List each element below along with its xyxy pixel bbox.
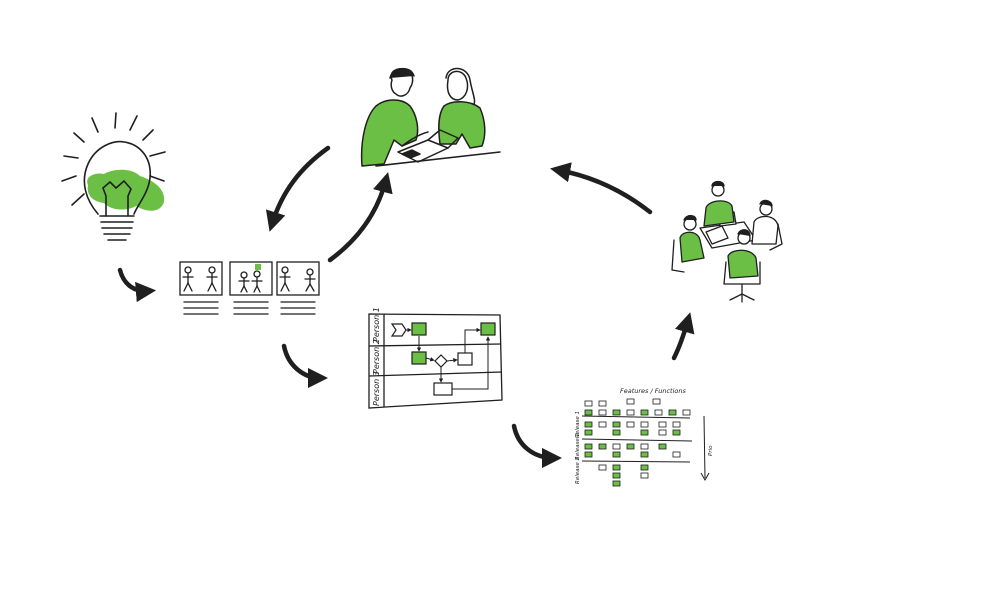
arrow-meeting-to-pair	[550, 162, 653, 215]
story-note	[612, 429, 621, 436]
story-note	[640, 472, 649, 479]
flow-arrows	[117, 145, 695, 469]
story-note	[612, 451, 621, 458]
story-note	[598, 464, 607, 471]
story-note	[612, 443, 621, 450]
pair-collaboration-icon	[360, 67, 501, 167]
arrow-storymap-to-meeting	[671, 312, 695, 361]
arrow-swimlane-to-storymap	[511, 423, 563, 469]
team-meeting-icon	[671, 180, 783, 303]
storyboard-icon	[179, 261, 320, 315]
story-note	[584, 429, 593, 436]
story-note	[652, 398, 661, 405]
arrow-idea-to-storyboard	[117, 267, 157, 303]
story-note	[584, 421, 593, 428]
story-map-icon: Features / Functions Release 1 Release 2…	[575, 387, 714, 487]
lane-label-1: Person 1	[372, 307, 381, 342]
story-note	[672, 451, 681, 458]
swimlane-process-icon: Person 1 Person 2 Person 3	[368, 307, 503, 409]
priority-axis-label: Prio	[708, 445, 714, 456]
story-note	[612, 464, 621, 471]
story-note	[612, 480, 621, 487]
story-note	[612, 409, 621, 416]
story-note	[658, 421, 667, 428]
story-note	[640, 443, 649, 450]
arrow-pair-to-storyboard	[265, 145, 331, 232]
story-note	[598, 409, 607, 416]
release-label-3: Release 3	[575, 457, 581, 484]
story-note	[626, 443, 635, 450]
story-note	[682, 409, 691, 416]
story-note	[640, 451, 649, 458]
arrow-storyboard-to-swimlane	[281, 343, 329, 389]
arrow-storyboard-to-pair	[327, 172, 393, 263]
story-note	[668, 409, 677, 416]
story-note	[672, 429, 681, 436]
story-note	[598, 421, 607, 428]
lane-label-2: Person 2	[372, 339, 381, 374]
story-note	[626, 409, 635, 416]
story-note	[672, 421, 681, 428]
story-note	[584, 400, 593, 407]
story-note	[640, 429, 649, 436]
story-note	[598, 443, 607, 450]
story-note	[612, 421, 621, 428]
lane-label-3: Person 3	[372, 371, 381, 406]
release-label-1: Release 1	[575, 411, 581, 438]
story-note	[584, 409, 593, 416]
story-note	[640, 464, 649, 471]
story-note	[612, 472, 621, 479]
story-note	[640, 409, 649, 416]
release-label-2: Release 2	[575, 433, 581, 460]
story-note	[584, 443, 593, 450]
story-note	[654, 409, 663, 416]
story-map-header: Features / Functions	[620, 387, 687, 395]
story-note	[626, 398, 635, 405]
story-note	[658, 443, 667, 450]
lightbulb-idea-icon	[61, 112, 166, 241]
story-note	[584, 451, 593, 458]
story-note	[658, 429, 667, 436]
story-note	[598, 400, 607, 407]
story-note	[640, 421, 649, 428]
story-note	[626, 421, 635, 428]
